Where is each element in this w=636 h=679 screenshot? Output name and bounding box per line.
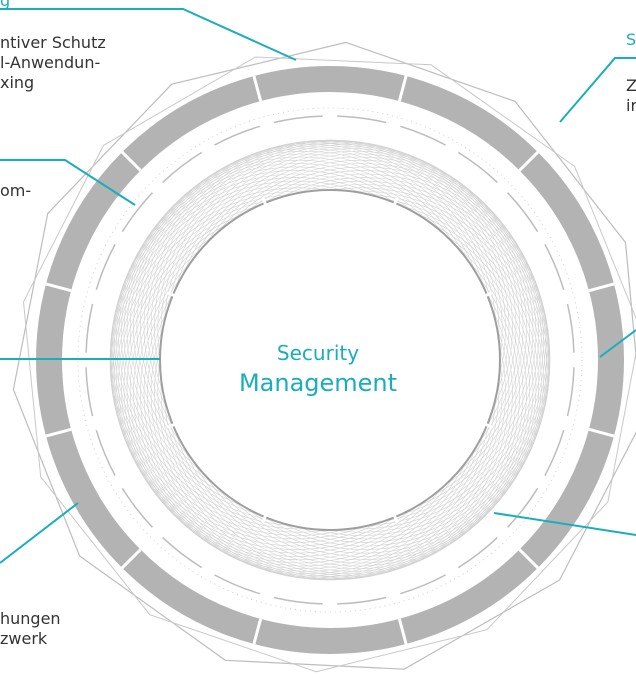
dotted-circle: [77, 107, 583, 613]
ring-tick: [518, 151, 539, 172]
ring-tick: [588, 282, 615, 293]
ring-segment: [507, 192, 539, 233]
callout-line-top-left: [0, 8, 297, 61]
ring-tick: [397, 618, 408, 645]
outer-polygon: [12, 41, 636, 670]
label-top-left-line3: xing: [0, 73, 35, 92]
label-top-right-line1: Z: [626, 76, 636, 95]
inner-tick: [480, 421, 494, 429]
center-title-line1: Security: [276, 341, 360, 365]
ring-segment: [95, 429, 116, 476]
inner-circle-ticks: [166, 196, 494, 524]
ring-tick: [121, 548, 142, 569]
ring-tick: [45, 282, 72, 293]
ring-segment: [544, 429, 565, 476]
label-left-upper: om-: [0, 181, 32, 200]
callout-line-right-mid: [599, 329, 636, 358]
inner-tick: [391, 510, 399, 524]
ring-segment: [162, 151, 203, 183]
ring-segment: [85, 367, 94, 417]
callout-line-bottom-left: [0, 502, 79, 564]
ring-segment: [337, 596, 387, 605]
ring-segment: [273, 115, 323, 124]
ring-segment: [399, 574, 446, 595]
inner-polygon: [22, 56, 636, 673]
ring-segment: [85, 303, 94, 353]
ring-tick: [121, 151, 142, 172]
ring-segment: [121, 487, 153, 528]
inner-tick: [261, 510, 269, 524]
label-top-right-line2: ir: [626, 96, 636, 115]
label-top-left-line2: l-Anwendun-: [0, 53, 101, 72]
ring-segment: [457, 151, 498, 183]
inner-tick: [261, 196, 269, 210]
label-top-left-line1: ntiver Schutz: [0, 33, 106, 52]
label-bottom-left-line2: zwerk: [0, 629, 48, 648]
ring-tick: [45, 427, 72, 438]
ring-segment: [121, 192, 153, 233]
ring-segment: [214, 125, 261, 146]
ring-segment: [95, 244, 116, 291]
ring-ticks: [45, 75, 615, 645]
ring-segment: [162, 537, 203, 569]
label-bottom-left-line1: hungen: [0, 609, 61, 628]
center-title-line2: Management: [238, 369, 398, 397]
ring-segment: [337, 115, 387, 124]
label-top-left-heading: g: [0, 0, 11, 10]
ring-segment: [544, 244, 565, 291]
ring-segment: [566, 303, 575, 353]
segmented-ring: [85, 115, 575, 605]
inner-tick: [166, 291, 180, 299]
callout-line-top-right: [559, 57, 636, 123]
ring-tick: [518, 548, 539, 569]
ring-segment: [566, 367, 575, 417]
inner-tick: [480, 291, 494, 299]
ring-tick: [252, 618, 263, 645]
inner-tick: [166, 421, 180, 429]
ring-segment: [507, 487, 539, 528]
ring-tick: [252, 75, 263, 102]
ring-segment: [457, 537, 498, 569]
ring-tick: [588, 427, 615, 438]
label-top-right-heading: S: [626, 30, 636, 49]
ring-segment: [214, 574, 261, 595]
ring-tick: [397, 75, 408, 102]
ring-segment: [273, 596, 323, 605]
callout-line-bottom-right: [493, 512, 636, 536]
ring-segment: [399, 125, 446, 146]
inner-tick: [391, 196, 399, 210]
callout-line-left-upper: [0, 159, 136, 206]
